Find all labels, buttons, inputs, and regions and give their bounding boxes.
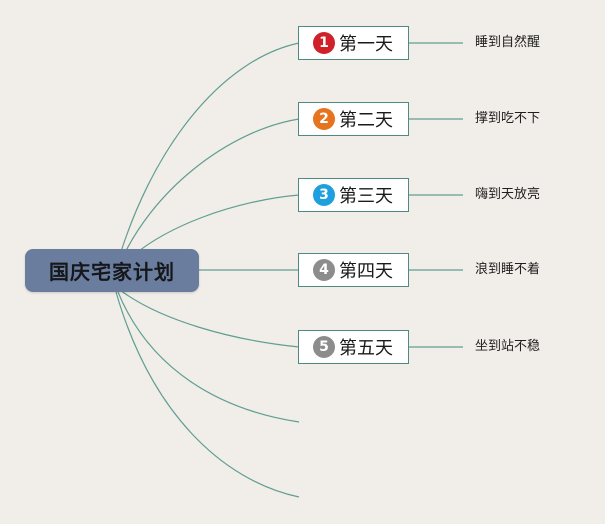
number-badge-icon: 2	[313, 108, 335, 130]
branch-line-1	[115, 42, 300, 269]
day-note-4[interactable]: 浪到睡不着	[475, 262, 541, 277]
day-label: 第五天	[339, 338, 393, 359]
number-badge-icon: 4	[313, 259, 335, 281]
root-label: 国庆宅家计划	[49, 260, 175, 284]
root-node[interactable]: 国庆宅家计划	[25, 249, 199, 292]
day-node-3[interactable]: 3 第三天	[298, 178, 409, 212]
day-label: 第四天	[339, 261, 393, 282]
day-label: 第一天	[339, 34, 393, 55]
branch-line-2	[117, 118, 300, 269]
number-badge-icon: 3	[313, 184, 335, 206]
branch-line-7	[115, 291, 300, 498]
day-note-2[interactable]: 撑到吃不下	[475, 111, 541, 126]
number-badge-icon: 5	[313, 336, 335, 358]
day-node-1[interactable]: 1 第一天	[298, 26, 409, 60]
day-node-5[interactable]: 5 第五天	[298, 330, 409, 364]
day-note-3[interactable]: 嗨到天放亮	[475, 187, 541, 202]
day-note-1[interactable]: 睡到自然醒	[475, 35, 541, 50]
branch-line-5	[119, 289, 300, 348]
day-node-2[interactable]: 2 第二天	[298, 102, 409, 136]
number-badge-icon: 1	[313, 32, 335, 54]
branch-line-6	[117, 291, 300, 423]
day-note-5[interactable]: 坐到站不稳	[475, 339, 541, 354]
day-label: 第三天	[339, 186, 393, 207]
day-label: 第二天	[339, 110, 393, 131]
day-node-4[interactable]: 4 第四天	[298, 253, 409, 287]
